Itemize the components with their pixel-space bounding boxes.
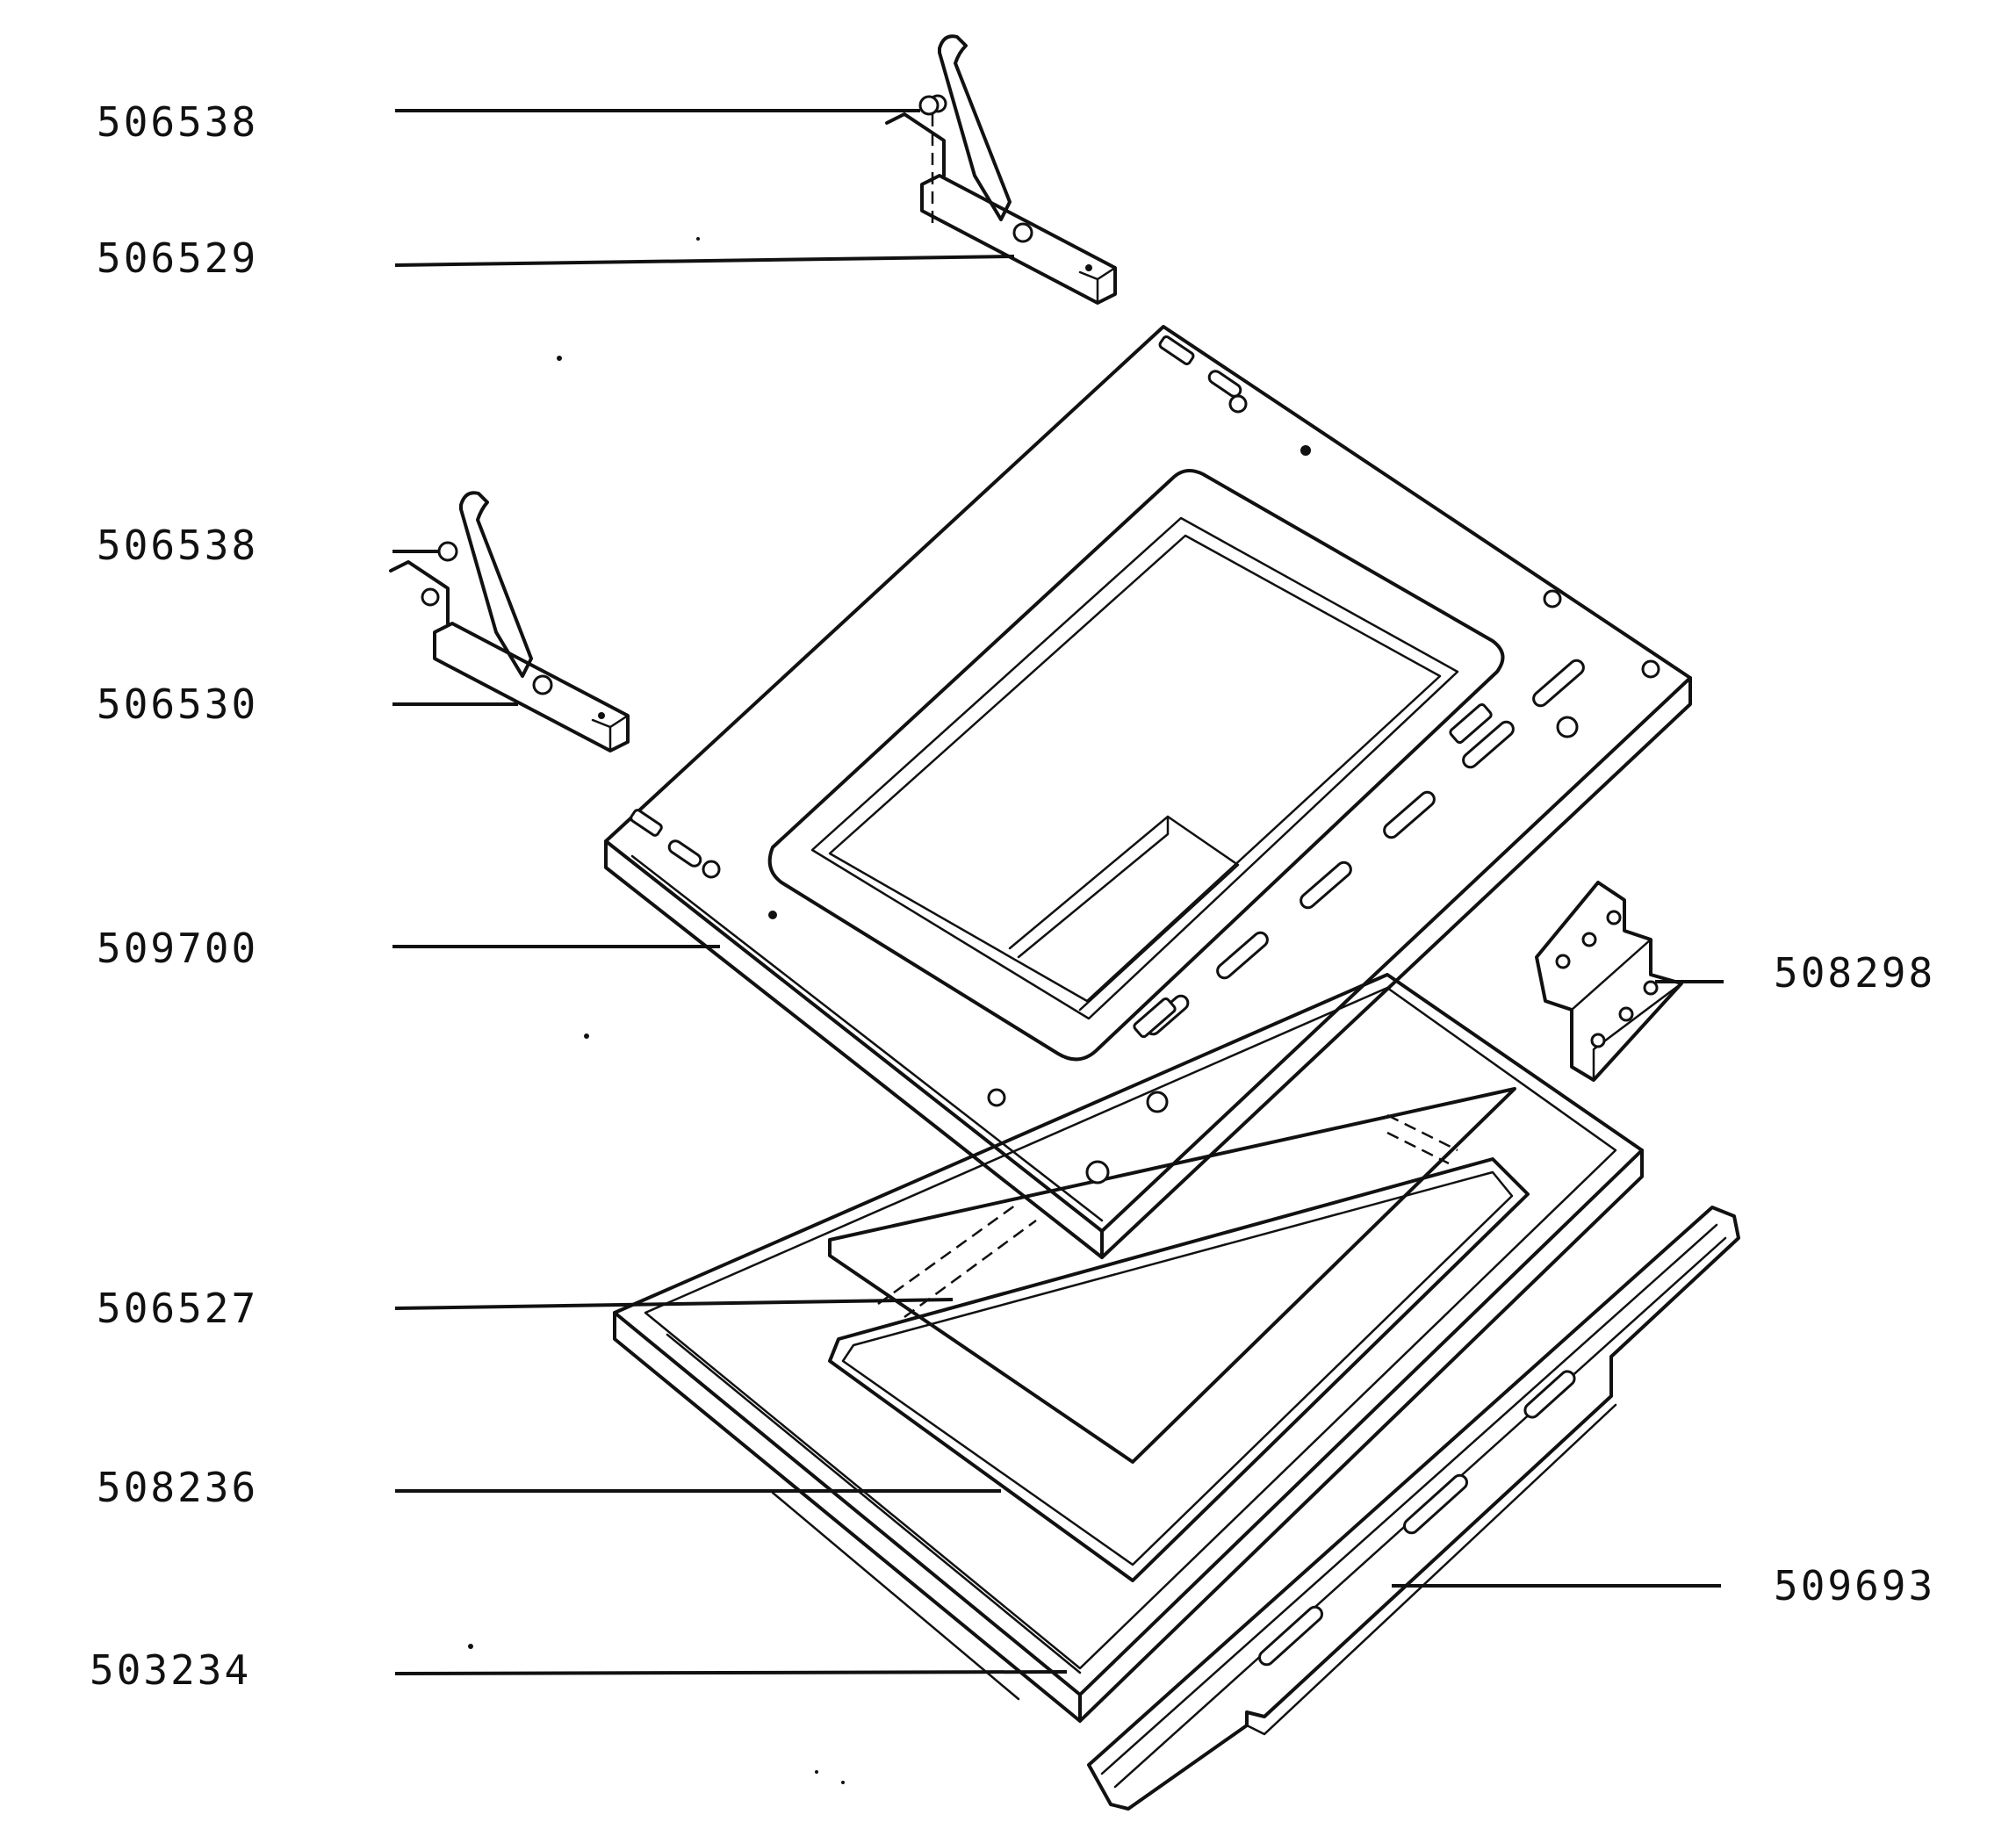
leader-506529	[394, 255, 1015, 267]
door-handle	[1087, 1206, 1740, 1811]
callout-labels: 506538 506529 506538 506530 509700 50652…	[90, 98, 1935, 1694]
callout-label-508236: 508236	[97, 1464, 258, 1511]
handle-bracket	[1535, 881, 1683, 1082]
callout-label-509700: 509700	[97, 925, 258, 972]
inner-door-panel	[604, 325, 1692, 1259]
hinge-screw-upper	[918, 95, 940, 116]
scan-specks	[468, 237, 845, 1784]
callout-label-506538-upper: 506538	[97, 98, 258, 146]
outer-door-frame	[613, 973, 1644, 1723]
callout-label-506527: 506527	[97, 1285, 258, 1332]
callout-label-509693: 509693	[1774, 1562, 1935, 1609]
callout-label-503234: 503234	[90, 1646, 251, 1694]
leader-lines	[392, 109, 1724, 1675]
leader-506527	[394, 1298, 954, 1310]
callout-label-506538-lower: 506538	[97, 522, 258, 569]
callout-label-508298: 508298	[1774, 949, 1935, 997]
glass-seal	[828, 1157, 1530, 1582]
hinge-upper	[885, 34, 1117, 305]
hinge-screw-lower	[437, 541, 458, 562]
callout-label-506529: 506529	[97, 234, 258, 282]
callout-label-506530: 506530	[97, 680, 258, 728]
leader-503234	[394, 1670, 1068, 1675]
door-glass	[828, 1087, 1516, 1464]
hinge-lower	[389, 491, 630, 752]
